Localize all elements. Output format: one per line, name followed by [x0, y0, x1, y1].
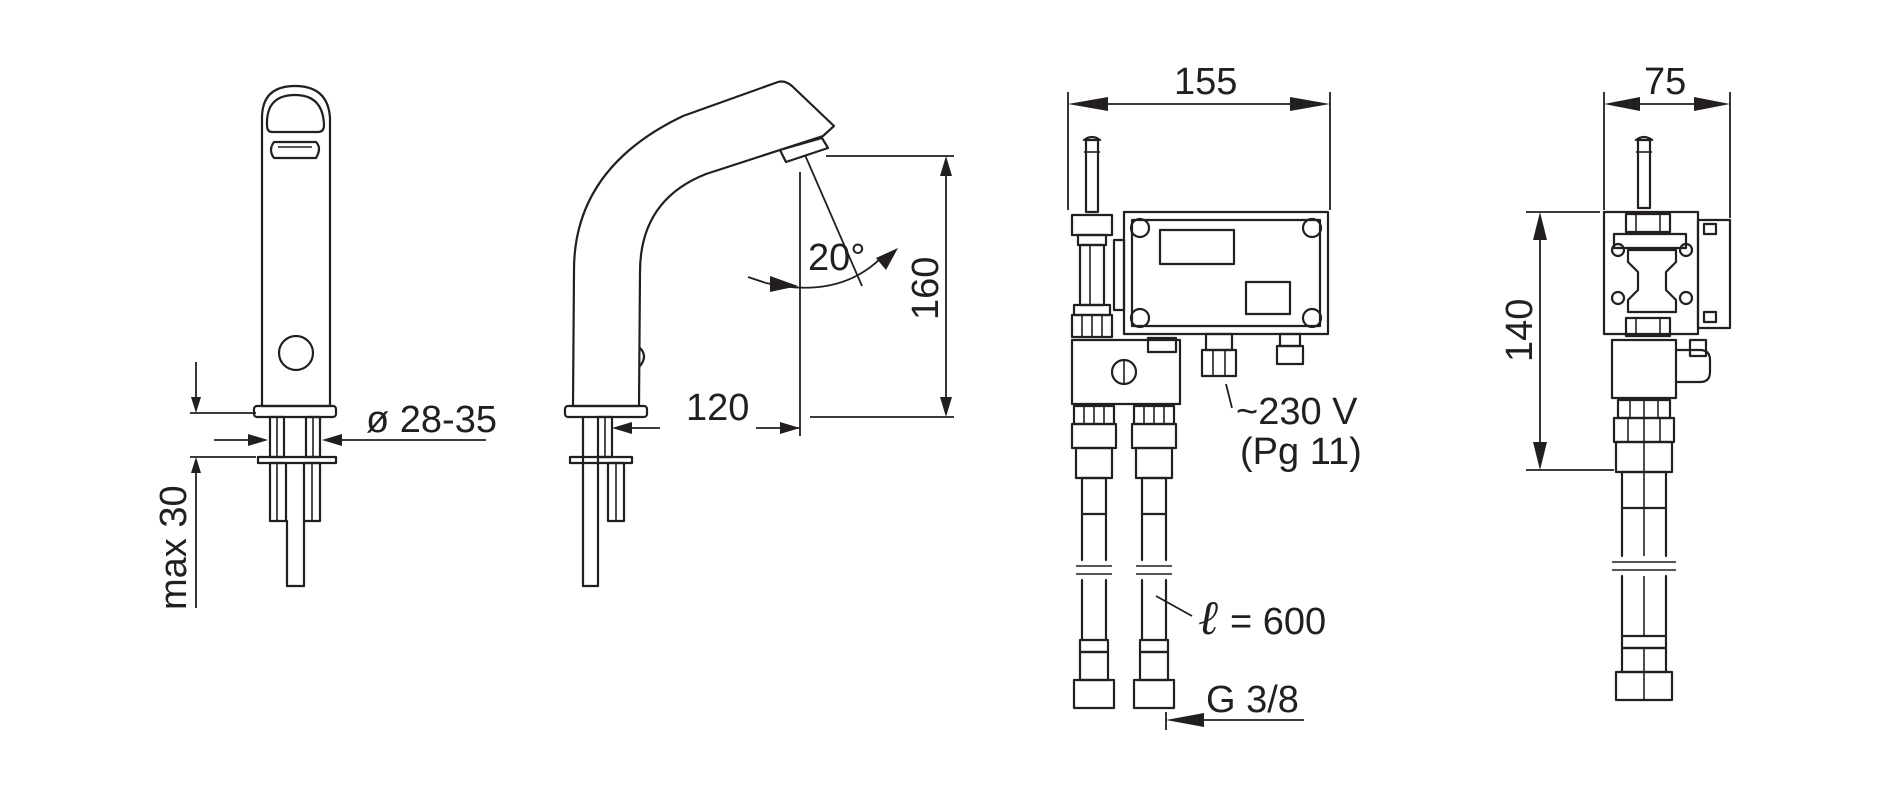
- box-width-label: 155: [1174, 61, 1237, 103]
- control-box-front-view: 155 ~230 V (Pg 11) ℓ = 600 G 3/8: [1067, 61, 1362, 730]
- gland-label: (Pg 11): [1240, 431, 1362, 473]
- box-height-label: 140: [1499, 299, 1541, 362]
- faucet-side-view: 20° 120 160: [563, 80, 954, 588]
- hole-diameter-label: ø 28-35: [366, 399, 497, 441]
- spray-angle-label: 20°: [808, 237, 865, 279]
- hose-length-symbol: ℓ: [1198, 592, 1218, 645]
- voltage-label: ~230 V: [1236, 391, 1358, 433]
- max-depth-label: max 30: [153, 485, 195, 610]
- hose-left: [1070, 404, 1118, 710]
- control-box-side-view: 75 140: [1499, 61, 1732, 702]
- hose-length-label: = 600: [1230, 601, 1326, 643]
- sensor-window-icon: [277, 334, 315, 372]
- faucet-front-view: max 30 ø 28-35: [153, 84, 497, 610]
- reach-label: 120: [686, 387, 749, 429]
- hose-right: [1130, 404, 1178, 710]
- height-label: 160: [905, 257, 947, 320]
- box-depth-label: 75: [1644, 61, 1686, 103]
- thread-label: G 3/8: [1206, 679, 1299, 721]
